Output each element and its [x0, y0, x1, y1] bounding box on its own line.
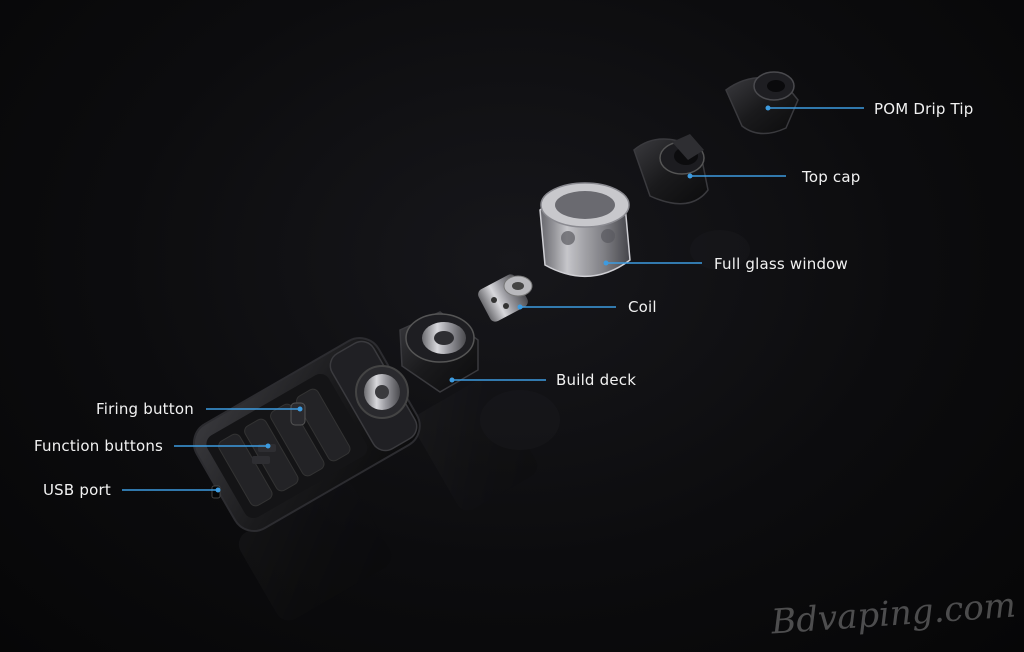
label-drip-tip: POM Drip Tip [874, 100, 974, 118]
top-cap-part [633, 134, 709, 205]
label-coil: Coil [628, 298, 657, 316]
label-firing-button: Firing button [96, 400, 194, 418]
leader-lines [122, 107, 864, 491]
label-build-deck: Build deck [556, 371, 637, 389]
build-deck-part [399, 311, 479, 393]
coil-part [478, 274, 533, 322]
label-usb-port: USB port [43, 481, 111, 499]
glass-window-part [539, 182, 631, 277]
label-top-cap: Top cap [802, 168, 861, 186]
leader-dots [215, 105, 771, 493]
drip-tip-part [725, 71, 799, 135]
label-function-buttons: Function buttons [34, 437, 164, 455]
mod-body [192, 337, 421, 532]
label-glass-window: Full glass window [714, 255, 849, 273]
